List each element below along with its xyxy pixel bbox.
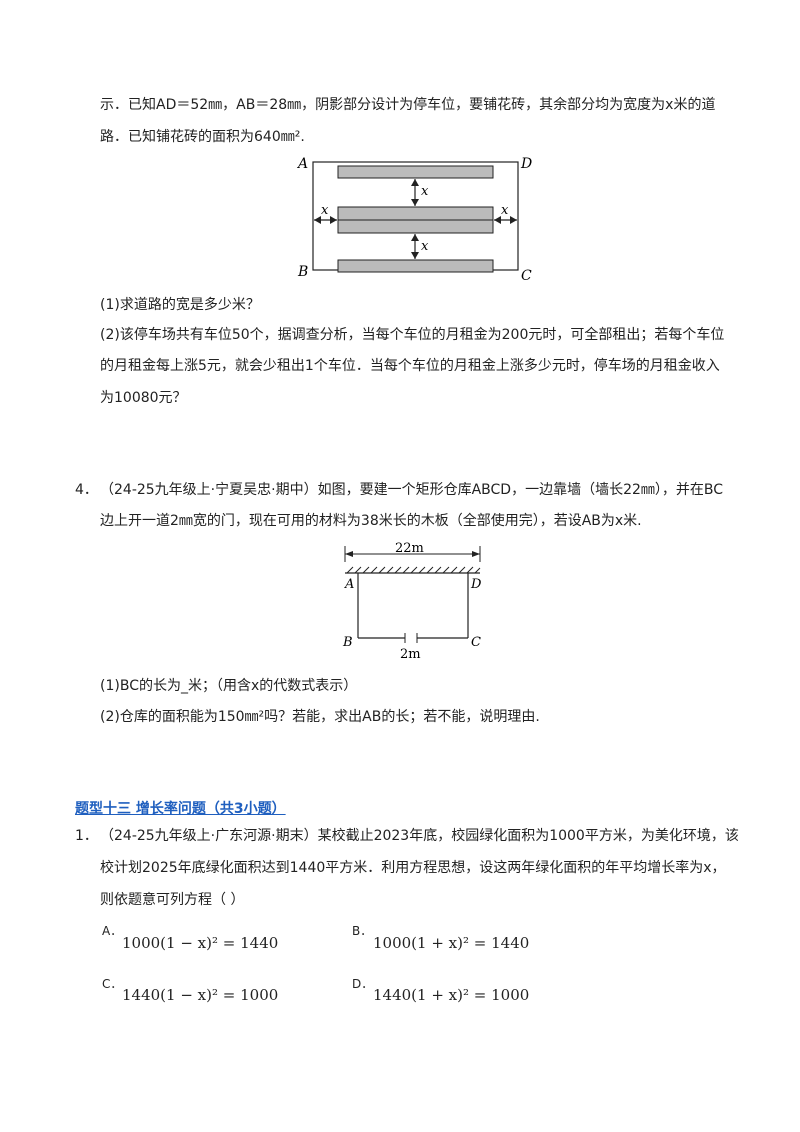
q1-number: 1． [75,828,98,844]
option-d-formula[interactable]: 1440(1 + x)² = 1000 [373,986,530,1004]
q3-text-line1: 示．已知AD＝52㎜，AB＝28㎜，阴影部分设计为停车位，要铺花砖，其余部分均为… [100,97,716,113]
option-c-formula[interactable]: 1440(1 − x)² = 1000 [122,986,279,1004]
door-width-label: 2m [400,647,421,662]
q3-sub2-line2: 的月租金每上涨5元，就会少租出1个车位．当每个车位的月租金上涨多少元时，停车场的… [100,358,720,374]
x-label-left: x [321,203,329,218]
wh-label-d: D [470,577,482,592]
parking-strip-bottom [337,259,494,273]
option-a-formula[interactable]: 1000(1 − x)² = 1440 [122,934,279,952]
wall-length-label: 22m [395,541,424,556]
label-a: A [296,156,308,172]
parking-strip-middle-upper [337,206,494,221]
option-d-letter: D． [352,977,374,991]
q4-sub1: (1)BC的长为_米；（用含x的代数式表示） [100,678,358,694]
q3-sub2-line3: 为10080元？ [100,390,187,406]
option-c-letter: C． [102,977,123,991]
label-b: B [297,264,308,280]
x-label-right: x [501,203,509,218]
q3-sub1: (1)求道路的宽是多少米？ [100,297,260,313]
wh-label-b: B [342,635,353,650]
warehouse-figure: 22m A D B C 2m [342,541,482,662]
q1-text-line2: 校计划2025年底绿化面积达到1440平方米．利用方程思想，设这两年绿化面积的年… [100,860,726,876]
parking-strip-middle-lower [337,219,494,234]
parking-lot-figure: A D B C x x x x [296,156,532,282]
q4-sub2: (2)仓库的面积能为150㎜²吗？若能，求出AB的长；若不能，说明理由. [100,709,540,725]
option-b-letter: B． [352,924,373,938]
label-d: D [520,156,532,172]
q3-sub2-line1: (2)该停车场共有车位50个，据调查分析，当每个车位的月租金为200元时，可全部… [100,327,725,343]
label-c: C [521,268,532,282]
wall-hatching [346,566,481,574]
parking-strip-top [337,165,494,179]
q4-text-line2: 边上开一道2㎜宽的门，现在可用的材料为38米长的木板（全部使用完），若设AB为x… [100,513,642,529]
x-label-lower: x [421,239,429,254]
wh-label-a: A [344,577,354,592]
option-a-letter: A． [102,924,123,938]
section-title: 题型十三 增长率问题（共3小题） [75,801,286,817]
q1-text-line3: 则依题意可列方程（ ） [100,892,245,908]
wh-label-c: C [471,635,481,650]
q4-text-line1: （24-25九年级上·宁夏吴忠·期中）如图，要建一个矩形仓库ABCD，一边靠墙（… [100,482,724,498]
q3-text-line2: 路．已知铺花砖的面积为640㎜². [100,129,305,145]
option-b-formula[interactable]: 1000(1 + x)² = 1440 [373,934,530,952]
q4-number: 4． [75,482,98,498]
q1-text-line1: （24-25九年级上·广东河源·期末）某校截止2023年底，校园绿化面积为100… [100,828,739,844]
x-label-upper: x [421,184,429,199]
